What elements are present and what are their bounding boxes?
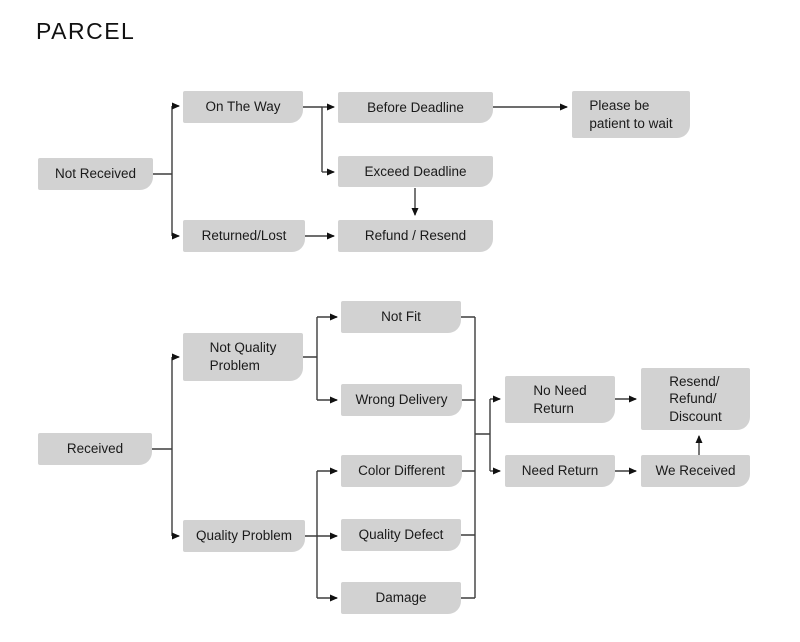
node-before-deadline: Before Deadline <box>338 92 493 123</box>
node-label: Refund / Resend <box>364 228 467 244</box>
node-damage: Damage <box>341 582 461 614</box>
node-label: Wrong Delivery <box>355 392 448 408</box>
edge-return-collector <box>461 316 501 599</box>
node-label: Received <box>66 441 124 457</box>
node-label: Not Received <box>54 166 137 182</box>
node-label: We Received <box>655 463 736 479</box>
edge-not-received-branch <box>153 102 180 240</box>
node-on-the-way: On The Way <box>183 91 303 123</box>
node-quality-defect: Quality Defect <box>341 519 461 551</box>
node-label: Damage <box>375 590 427 606</box>
node-need-return: Need Return <box>505 455 615 487</box>
node-not-fit: Not Fit <box>341 301 461 333</box>
node-please-be-patient: Please be patient to wait <box>572 91 690 138</box>
node-label: Before Deadline <box>367 99 464 115</box>
node-label: Color Different <box>358 463 445 479</box>
node-label: Resend/ Refund/ Discount <box>669 373 722 424</box>
node-resend-refund-discount: Resend/ Refund/ Discount <box>641 368 750 430</box>
node-label: Please be patient to wait <box>589 97 673 131</box>
node-not-quality-problem: Not Quality Problem <box>183 333 303 381</box>
node-label: Need Return <box>521 463 599 479</box>
node-we-received: We Received <box>641 455 750 487</box>
node-exceed-deadline: Exceed Deadline <box>338 156 493 187</box>
node-no-need-return: No Need Return <box>505 376 615 423</box>
node-label: Returned/Lost <box>201 228 287 244</box>
node-returned-lost: Returned/Lost <box>183 220 305 252</box>
node-label: Not Fit <box>381 309 421 325</box>
node-label: On The Way <box>205 99 281 115</box>
edge-not-quality-problem-branch <box>303 313 338 404</box>
node-label: Quality Defect <box>358 527 444 543</box>
edge-on-the-way-branch <box>303 103 335 176</box>
node-received: Received <box>38 433 152 465</box>
node-wrong-delivery: Wrong Delivery <box>341 384 462 416</box>
node-label: No Need Return <box>533 382 587 416</box>
page-title: PARCEL <box>36 18 136 44</box>
node-color-different: Color Different <box>341 455 462 487</box>
edge-quality-problem-branch <box>305 467 338 602</box>
node-quality-problem: Quality Problem <box>183 520 305 552</box>
node-refund-resend: Refund / Resend <box>338 220 493 252</box>
node-label: Exceed Deadline <box>364 163 467 179</box>
node-label: Not Quality Problem <box>209 340 277 373</box>
edge-received-branch <box>152 353 180 540</box>
node-label: Quality Problem <box>195 528 293 544</box>
node-not-received: Not Received <box>38 158 153 190</box>
